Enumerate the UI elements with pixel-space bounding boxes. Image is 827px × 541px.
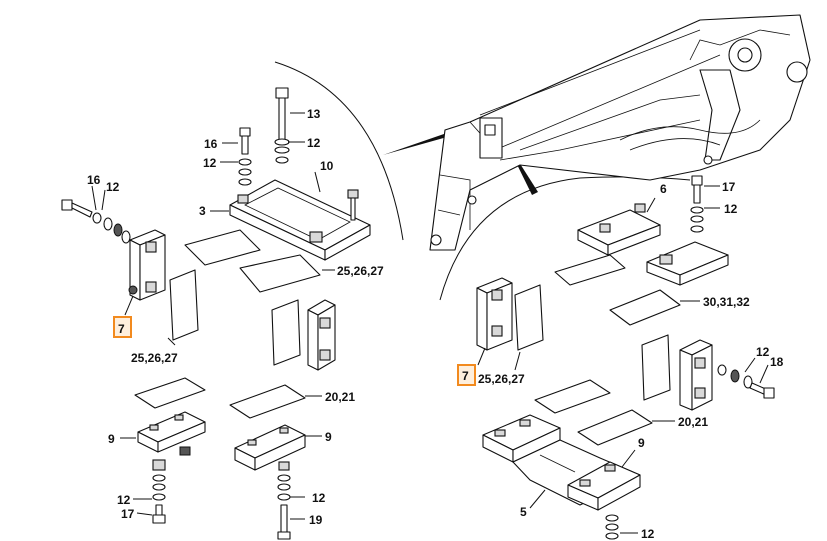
label-30-31-32: 30,31,32 bbox=[703, 295, 750, 309]
label-7: 7 bbox=[118, 322, 125, 336]
highlight-box-7-right[interactable] bbox=[457, 364, 476, 386]
label-17: 17 bbox=[121, 507, 135, 521]
label-12: 12 bbox=[106, 180, 120, 194]
shim-left-f bbox=[229, 384, 306, 419]
shim-left-c bbox=[169, 269, 199, 341]
label-18: 18 bbox=[770, 355, 784, 369]
label-12: 12 bbox=[641, 527, 655, 541]
label-9: 9 bbox=[638, 436, 645, 450]
label-25-26-27: 25,26,27 bbox=[337, 264, 384, 278]
block-9-right bbox=[234, 424, 306, 471]
plate-right-mid bbox=[646, 241, 729, 286]
stack-right-bottom bbox=[277, 461, 291, 540]
plate-3-10 bbox=[229, 179, 371, 261]
washer-12a3 bbox=[275, 156, 289, 164]
label-9: 9 bbox=[325, 430, 332, 444]
washer-right-bottom-a bbox=[605, 514, 619, 522]
bolt-18-right bbox=[717, 364, 775, 399]
shim-left-a bbox=[184, 229, 261, 266]
washer-right-bottom-c bbox=[605, 532, 619, 540]
label-20-21: 20,21 bbox=[325, 390, 355, 404]
label-13: 13 bbox=[307, 107, 321, 121]
machine-boom bbox=[429, 14, 811, 251]
label-9: 9 bbox=[108, 432, 115, 446]
pad-right-side bbox=[679, 339, 713, 411]
label-3: 3 bbox=[199, 204, 206, 218]
label-12: 12 bbox=[307, 136, 321, 150]
label-16: 16 bbox=[204, 137, 218, 151]
label-19: 19 bbox=[309, 513, 323, 527]
shim-right-c bbox=[514, 284, 544, 351]
shim-right-a bbox=[554, 254, 626, 286]
shim-right-f bbox=[577, 409, 653, 446]
label-6: 6 bbox=[660, 182, 667, 196]
label-12: 12 bbox=[203, 156, 217, 170]
label-7: 7 bbox=[462, 369, 469, 383]
label-5: 5 bbox=[520, 505, 527, 519]
pad-7-left bbox=[128, 229, 166, 301]
shim-left-d bbox=[271, 299, 301, 366]
washer-right-bottom-b bbox=[605, 523, 619, 531]
bolt-16-left bbox=[61, 199, 93, 218]
detail-circle-left bbox=[274, 61, 404, 241]
bolt-13 bbox=[275, 87, 289, 141]
highlight-box-7-left[interactable] bbox=[113, 316, 132, 338]
washer-12a2 bbox=[274, 146, 290, 154]
plate-6 bbox=[577, 203, 661, 256]
block-9-left bbox=[137, 411, 206, 456]
bolt-17-right bbox=[690, 175, 704, 233]
shim-right-d bbox=[641, 334, 671, 401]
label-25-26-27: 25,26,27 bbox=[478, 372, 525, 386]
label-10: 10 bbox=[320, 159, 334, 173]
shim-right-e bbox=[534, 379, 611, 414]
pad-7-right bbox=[476, 277, 513, 351]
bolt-16-upper bbox=[239, 127, 251, 155]
label-12: 12 bbox=[756, 345, 770, 359]
label-12: 12 bbox=[312, 491, 326, 505]
label-12: 12 bbox=[724, 202, 738, 216]
label-17: 17 bbox=[722, 180, 736, 194]
label-12: 12 bbox=[117, 493, 131, 507]
washer-12a bbox=[274, 138, 290, 146]
shim-left-b bbox=[239, 254, 321, 293]
label-25-26-27: 25,26,27 bbox=[131, 351, 178, 365]
base-5 bbox=[482, 414, 641, 511]
shim-left-e bbox=[134, 377, 206, 409]
pad-left-right bbox=[307, 299, 336, 371]
shim-right-b bbox=[609, 289, 681, 326]
stack-left-bottom bbox=[152, 459, 166, 524]
label-20-21: 20,21 bbox=[678, 415, 708, 429]
label-16: 16 bbox=[87, 173, 101, 187]
